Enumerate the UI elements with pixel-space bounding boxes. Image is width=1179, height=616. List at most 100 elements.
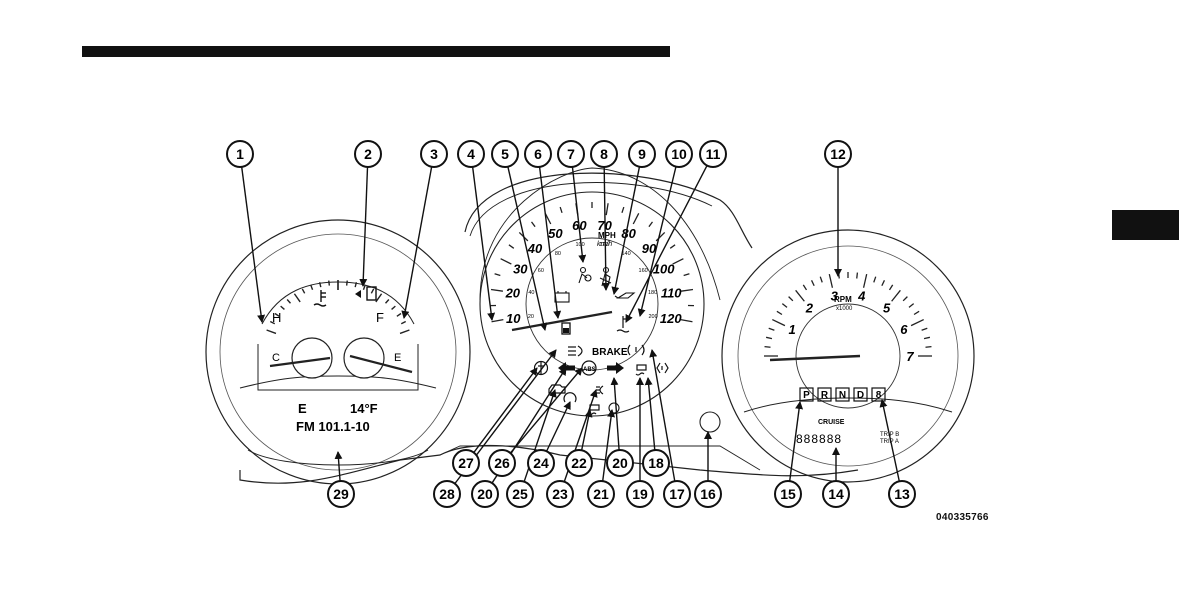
callout-bubble: 12: [824, 140, 852, 168]
callout-leader: [240, 166, 266, 323]
callout-number: 10: [671, 146, 687, 162]
trip-a-label: TRIP A: [880, 439, 899, 445]
speed-tick: [500, 258, 512, 265]
callout-number: 13: [894, 486, 910, 502]
speed-tick-label: 50: [548, 226, 563, 241]
gauge-tick: [301, 288, 306, 294]
tach-tick: [881, 280, 886, 287]
callout-bubble: 15: [774, 480, 802, 508]
callout-bubble: 8: [590, 140, 618, 168]
tach-tick: [768, 327, 775, 331]
tach-tick-label: 7: [906, 349, 914, 364]
tach-tick: [810, 280, 815, 287]
gear-indicator-label: P: [803, 390, 810, 401]
tach-tick: [923, 336, 931, 340]
tach-tick: [788, 296, 794, 302]
callout-number: 14: [828, 486, 844, 502]
kmh-tick-label: 160: [639, 268, 648, 274]
kmh-tick-label: 180: [648, 290, 657, 296]
tach-tick-label: 2: [805, 301, 814, 316]
tire-pressure-icon: [563, 392, 577, 407]
gauge-tick: [274, 312, 280, 317]
speed-tick: [490, 288, 504, 292]
gauge-tick: [354, 282, 358, 288]
speed-tick-label: 80: [621, 226, 636, 241]
callout-number: 24: [533, 455, 549, 471]
speed-tick: [683, 273, 690, 277]
callout-leader: [601, 409, 616, 482]
speed-tick-label: 30: [513, 261, 528, 276]
callout-number: 19: [632, 486, 648, 502]
speed-tick: [655, 231, 666, 242]
callout-leader: [649, 349, 676, 482]
callout-number: 20: [612, 455, 628, 471]
callout-bubble: 24: [527, 449, 555, 477]
tach-multiplier-label: x1000: [836, 306, 853, 312]
tach-tick-label: 5: [883, 301, 891, 316]
callout-number: 25: [512, 486, 528, 502]
tach-tick-label: 1: [789, 322, 796, 337]
coolant-temp-icon: [313, 290, 327, 307]
callout-bubble: 17: [663, 480, 691, 508]
brake-system-icon: [627, 344, 645, 356]
callout-bubble: 18: [642, 449, 670, 477]
callout-leader: [509, 367, 583, 454]
tach-tick: [765, 336, 773, 340]
callout-leader: [334, 451, 343, 482]
speed-tick: [491, 318, 504, 323]
callout-number: 2: [364, 146, 372, 162]
speed-unit-mph: MPH: [598, 231, 616, 240]
turn-left-icon: [558, 362, 575, 374]
callout-number: 27: [458, 455, 474, 471]
callout-number: 6: [534, 146, 542, 162]
callout-leader: [879, 399, 900, 482]
svg-text:ABS: ABS: [583, 367, 596, 373]
callout-leader: [610, 377, 620, 451]
callout-leader: [538, 166, 562, 319]
speed-tick-label: 90: [642, 241, 657, 256]
callout-leader: [571, 166, 587, 263]
gear-indicator-label: N: [839, 390, 846, 401]
headlight-icon: [568, 345, 583, 357]
callout-leader: [644, 377, 656, 451]
callout-bubble: 23: [546, 480, 574, 508]
header-rule: [82, 46, 670, 57]
speed-tick-label: 110: [661, 286, 682, 301]
gauge-tick: [318, 282, 322, 288]
rear-fog-icon: [596, 385, 604, 395]
temp-hot-label: H: [272, 310, 281, 325]
gauge-tick: [400, 320, 407, 325]
callout-leader: [473, 367, 538, 454]
gear-indicator-label: 8: [876, 390, 882, 401]
callout-bubble: 19: [626, 480, 654, 508]
speed-tick: [530, 221, 536, 228]
callout-bubble: 20: [606, 449, 634, 477]
speed-tick: [632, 213, 640, 225]
tach-tick: [910, 318, 924, 327]
tach-tick: [908, 303, 915, 308]
callout-bubble: 6: [524, 140, 552, 168]
callout-number: 22: [571, 455, 587, 471]
gear-indicator-box: [835, 387, 850, 402]
callout-number: 21: [593, 486, 609, 502]
speed-tick-label: 60: [572, 218, 587, 233]
gear-indicator-box: [817, 387, 832, 402]
gear-indicator-box: [853, 387, 868, 402]
callout-bubble: 28: [433, 480, 461, 508]
callout-bubble: 1: [226, 140, 254, 168]
gauge-tick: [375, 293, 383, 303]
callout-number: 12: [830, 146, 846, 162]
gear-indicator-box: [871, 387, 886, 402]
callout-bubble: 27: [452, 449, 480, 477]
tach-tick: [802, 284, 808, 291]
fuel-pump-icon: [355, 286, 377, 301]
tach-needle: [769, 354, 861, 362]
speed-tick-label: 20: [505, 286, 521, 301]
gauge-tick: [345, 280, 348, 286]
callout-number: 1: [236, 146, 244, 162]
callout-number: 8: [600, 146, 608, 162]
callout-bubble: 4: [457, 140, 485, 168]
